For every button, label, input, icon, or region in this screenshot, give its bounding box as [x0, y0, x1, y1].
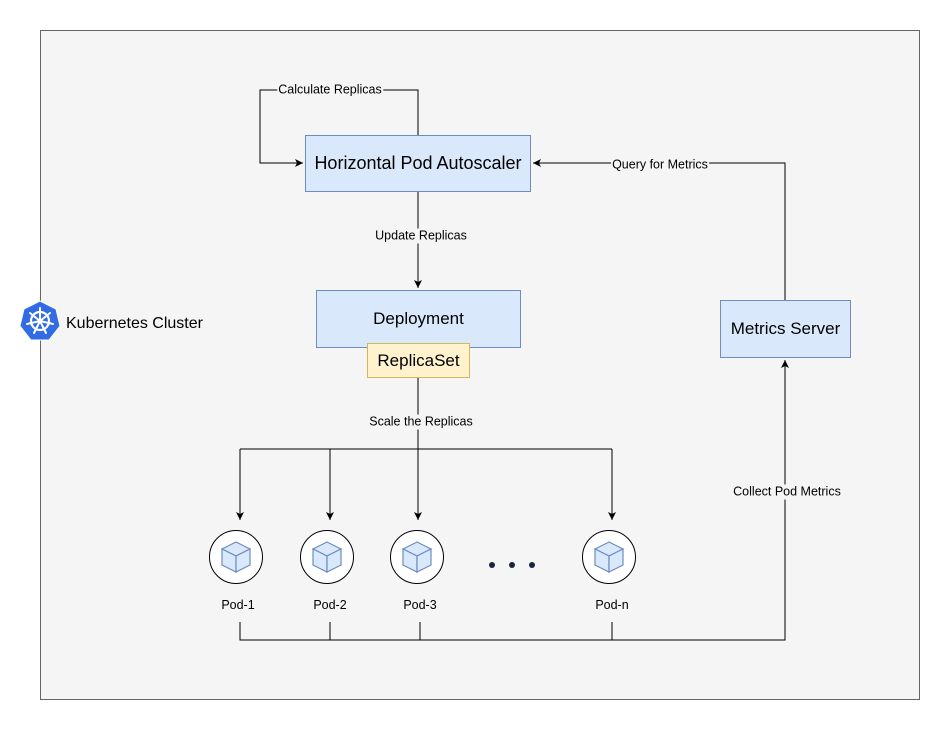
query-for-metrics-label: Query for Metrics — [611, 157, 709, 173]
calculate-replicas-label: Calculate Replicas — [277, 82, 383, 98]
collect-pod-metrics-label: Collect Pod Metrics — [732, 484, 842, 500]
pod-3-node[interactable] — [390, 530, 444, 584]
hpa-node[interactable]: Horizontal Pod Autoscaler — [305, 135, 531, 192]
deployment-node[interactable]: Deployment — [316, 290, 521, 348]
pod-n-label: Pod-n — [595, 598, 629, 612]
pod-2-node[interactable] — [300, 530, 354, 584]
kubernetes-helm-wheel-icon — [19, 300, 61, 347]
cube-icon — [593, 541, 625, 573]
pod-3-label: Pod-3 — [403, 598, 437, 612]
cube-icon — [311, 541, 343, 573]
ellipsis-dot — [509, 562, 515, 568]
collect-metrics-bus — [239, 360, 789, 641]
update-replicas-label: Update Replicas — [374, 228, 468, 244]
pod-n-node[interactable] — [582, 530, 636, 584]
query-for-metrics-edge — [533, 159, 786, 300]
ellipsis-dot — [529, 562, 535, 568]
pod-2-label: Pod-2 — [313, 598, 347, 612]
replicaset-node[interactable]: ReplicaSet — [367, 343, 470, 378]
calculate-replicas-edge — [259, 89, 419, 167]
cube-icon — [401, 541, 433, 573]
ellipsis-dot — [489, 562, 495, 568]
pod-1-node[interactable] — [209, 530, 263, 584]
pod-1-label: Pod-1 — [221, 598, 255, 612]
cluster-label: Kubernetes Cluster — [66, 315, 203, 332]
cube-icon — [220, 541, 252, 573]
metrics-server-node[interactable]: Metrics Server — [720, 300, 851, 358]
scale-the-replicas-label: Scale the Replicas — [368, 414, 474, 430]
